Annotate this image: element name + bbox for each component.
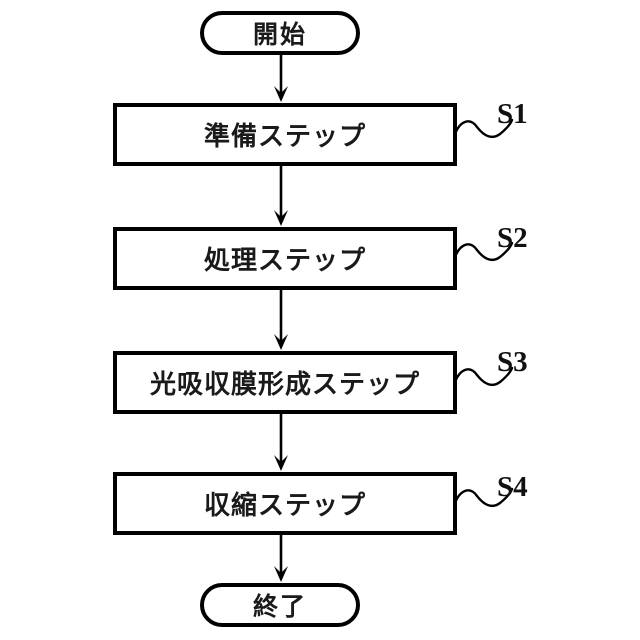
ref-connector-line	[453, 118, 514, 138]
flow-arrowhead	[274, 210, 288, 226]
step-ref-label-s1: S1	[497, 98, 528, 130]
step-box-processing: 処理ステップ	[113, 227, 457, 290]
step-label: 光吸収膜形成ステップ	[149, 370, 420, 400]
step-ref-label-s2: S2	[497, 222, 528, 254]
step-box-preparation: 準備ステップ	[113, 103, 457, 166]
ref-connector-line	[453, 487, 514, 507]
ref-connector-line	[453, 366, 514, 386]
step-box-shrinkage: 収縮ステップ	[113, 472, 457, 535]
start-terminal: 開始	[200, 11, 360, 55]
flow-arrowhead	[274, 86, 288, 102]
start-terminal-label: 開始	[252, 20, 307, 49]
step-box-light-absorption-film: 光吸収膜形成ステップ	[113, 351, 457, 414]
step-ref-label-s4: S4	[497, 471, 528, 503]
step-label: 準備ステップ	[203, 122, 366, 152]
end-terminal: 終了	[200, 583, 360, 627]
ref-connector-line	[453, 241, 514, 261]
end-terminal-label: 終了	[252, 592, 307, 621]
step-label: 収縮ステップ	[203, 491, 366, 521]
step-ref-label-s3: S3	[497, 346, 528, 378]
flow-arrowhead	[274, 566, 288, 582]
flow-arrowhead	[274, 334, 288, 350]
flow-arrowhead	[274, 455, 288, 471]
step-label: 処理ステップ	[203, 246, 366, 276]
